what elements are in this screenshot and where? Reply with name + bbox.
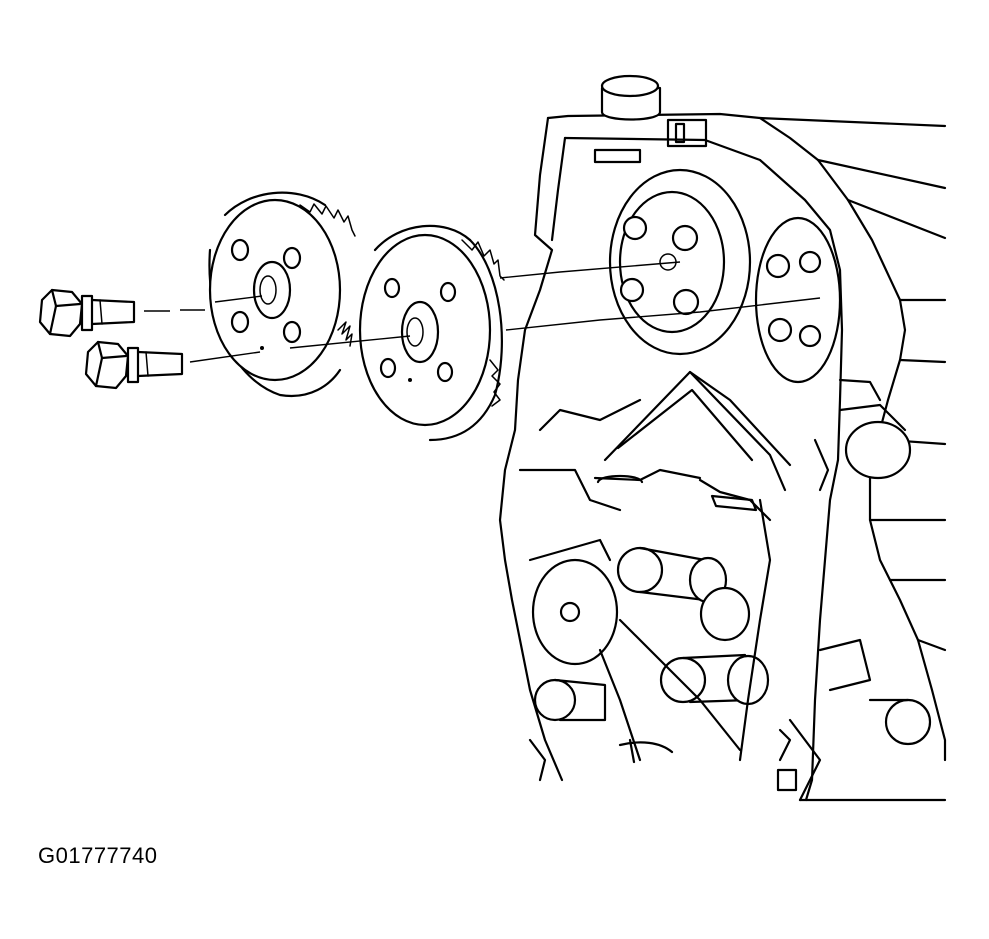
figure-id-label: G01777740 <box>38 843 158 868</box>
alignment-lines <box>144 261 821 363</box>
sprocket-bolts <box>38 288 184 390</box>
exhaust-camshaft-sprocket <box>358 224 505 442</box>
bolt-icon <box>38 288 136 338</box>
intake-camshaft-sprocket <box>208 191 356 398</box>
engine-block <box>498 74 947 802</box>
bolt-icon <box>84 340 184 390</box>
